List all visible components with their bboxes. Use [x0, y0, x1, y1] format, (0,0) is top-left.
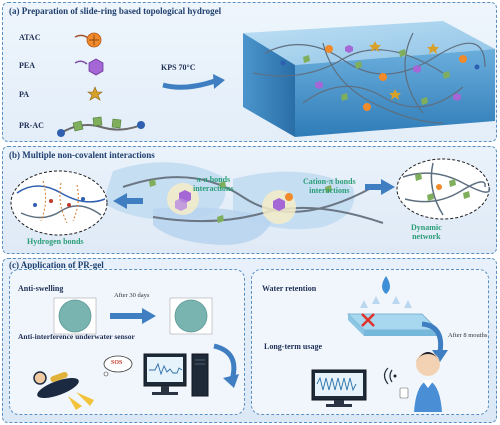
long-term-usage-label: Long-term usage	[264, 342, 322, 351]
monitor-icon	[311, 369, 367, 407]
pi-pi-label-line1: π-π bonds	[196, 175, 231, 184]
panel-a-title: (a) Preparation of slide-ring based topo…	[9, 6, 222, 16]
atac-icon	[74, 32, 102, 48]
after-days-label: After 30 days	[114, 292, 150, 299]
sos-text: SOS	[111, 360, 123, 366]
diver-icon	[33, 371, 94, 410]
pi-pi-label: π-π bonds interactions	[193, 175, 233, 193]
panel-b-graphics	[10, 158, 491, 245]
panel-b: (b) Multiple non-covalent interactions	[2, 146, 497, 254]
hydrogel-block	[243, 21, 495, 137]
computer-monitor-icon	[143, 353, 187, 395]
signal-curved-arrow	[213, 343, 237, 381]
hydrogen-bond-zoom	[10, 170, 108, 236]
panel-b-title: (b) Multiple non-covalent interactions	[9, 150, 155, 160]
cation-pi-label-line1: Cation-π bonds	[303, 177, 356, 186]
gel-disc-before	[53, 297, 97, 335]
swelling-arrow	[110, 308, 156, 324]
dynamic-network-label: Dynamic network	[411, 223, 442, 241]
panel-c-title: (c) Application of PR-gel	[9, 260, 104, 270]
pa-icon	[87, 86, 103, 101]
dynamic-network-label-line1: Dynamic	[411, 223, 442, 232]
water-drop-icon	[382, 276, 390, 294]
reaction-condition: KPS 70°C	[161, 63, 196, 72]
right-box-graphics	[311, 276, 448, 412]
red-x-icon	[361, 313, 375, 327]
panel-a-graphics	[57, 21, 495, 137]
legend-label-pea: PEA	[19, 61, 35, 70]
hydrogen-bonds-label: Hydrogen bonds	[27, 237, 84, 246]
water-retention-label: Water retention	[262, 284, 317, 293]
application-left-box: Anti-swelling After 30 days Anti-interfe…	[9, 269, 245, 415]
gel-disc-after	[169, 297, 213, 335]
reaction-arrow	[162, 78, 216, 90]
panel-a: (a) Preparation of slide-ring based topo…	[2, 2, 497, 142]
time-curved-arrow	[421, 321, 444, 353]
wireless-signal-icon	[383, 367, 397, 385]
legend-label-pr-ac: PR-AC	[19, 121, 44, 130]
sensor-label: Anti-interference underwater sensor	[18, 332, 135, 341]
sos-bubble	[103, 355, 133, 377]
legend-label-atac: ATAC	[19, 33, 41, 42]
cation-pi-label: Cation-π bonds interactions	[303, 177, 356, 195]
pea-icon	[74, 58, 104, 76]
dynamic-network-label-line2: network	[412, 232, 441, 241]
computer-tower-icon	[191, 353, 209, 397]
panel-c: (c) Application of PR-gel Anti-swelling …	[2, 258, 497, 423]
right-arrow	[365, 179, 395, 195]
cation-pi-label-line2: interactions	[309, 186, 350, 195]
anti-swelling-label: Anti-swelling	[18, 284, 64, 293]
pi-pi-label-line2: interactions	[193, 184, 234, 193]
after-months-label: After 8 mouths	[448, 332, 488, 339]
legend-label-pa: PA	[19, 90, 30, 99]
left-arrow	[113, 193, 143, 209]
left-box-graphics	[33, 297, 239, 410]
person-icon	[399, 352, 442, 412]
application-right-box: Water retention Long-term usage After 8 …	[251, 269, 489, 415]
pr-ac-icon	[57, 116, 145, 137]
